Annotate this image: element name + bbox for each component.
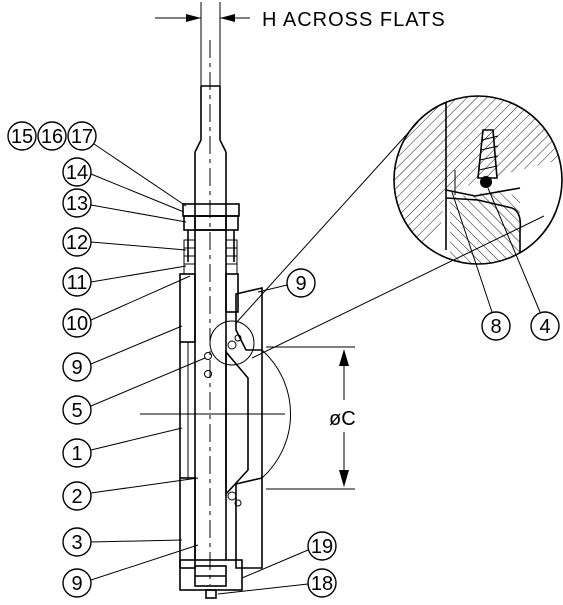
svg-text:8: 8 xyxy=(490,316,501,338)
callout-3: 3 xyxy=(62,527,92,557)
svg-text:9: 9 xyxy=(71,357,82,379)
callout-4: 4 xyxy=(530,311,560,341)
callout-bubbles: 15 16 17 14 13 12 11 xyxy=(7,121,560,598)
valve-body-right xyxy=(225,273,263,569)
c-diameter-dimension: øC xyxy=(266,346,356,490)
callout-9-bottom: 9 xyxy=(62,568,92,598)
svg-text:14: 14 xyxy=(66,162,88,184)
svg-text:10: 10 xyxy=(66,313,88,335)
callout-9-left: 9 xyxy=(62,352,92,382)
svg-text:9: 9 xyxy=(295,273,306,295)
svg-text:12: 12 xyxy=(66,232,88,254)
svg-text:3: 3 xyxy=(71,532,82,554)
callout-13: 13 xyxy=(62,188,92,218)
detail-markers xyxy=(209,320,291,479)
valve-body-left xyxy=(179,273,196,569)
callout-19: 19 xyxy=(307,531,337,561)
svg-text:18: 18 xyxy=(311,573,333,595)
svg-text:9: 9 xyxy=(71,573,82,595)
svg-text:2: 2 xyxy=(71,486,82,508)
callout-14: 14 xyxy=(62,157,92,187)
svg-text:16: 16 xyxy=(41,126,63,148)
svg-text:13: 13 xyxy=(66,193,88,215)
svg-text:1: 1 xyxy=(71,443,82,465)
callout-16: 16 xyxy=(37,121,67,151)
valve-stem xyxy=(194,40,227,585)
callout-1: 1 xyxy=(62,438,92,468)
packing-rings xyxy=(183,239,238,275)
across-flats-dimension: H ACROSS FLATS xyxy=(155,2,446,88)
callout-10: 10 xyxy=(62,308,92,338)
diameter-label: øC xyxy=(329,408,356,430)
svg-text:17: 17 xyxy=(71,126,93,148)
callout-9-upper-right: 9 xyxy=(286,268,316,298)
gland-nut xyxy=(182,203,240,262)
svg-text:15: 15 xyxy=(11,126,33,148)
svg-text:19: 19 xyxy=(311,536,333,558)
callout-5: 5 xyxy=(62,395,92,425)
callout-15: 15 xyxy=(7,121,37,151)
callout-11: 11 xyxy=(62,267,92,297)
callout-12: 12 xyxy=(62,227,92,257)
seal-details xyxy=(204,334,242,507)
callout-2: 2 xyxy=(62,481,92,511)
svg-text:4: 4 xyxy=(539,316,550,338)
across-flats-label: H ACROSS FLATS xyxy=(262,9,446,31)
magnified-detail-view xyxy=(393,95,563,265)
callout-17: 17 xyxy=(67,121,97,151)
callout-18: 18 xyxy=(307,568,337,598)
bottom-plug xyxy=(179,559,243,599)
callout-8: 8 xyxy=(481,311,511,341)
svg-text:5: 5 xyxy=(71,400,82,422)
svg-text:11: 11 xyxy=(67,272,88,294)
